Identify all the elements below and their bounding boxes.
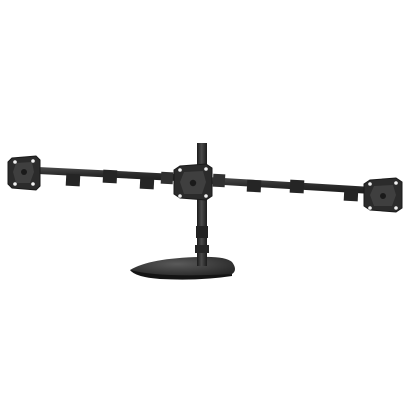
center-pole [195, 143, 209, 266]
stand-base [130, 256, 235, 280]
center-vesa-plate [173, 163, 213, 201]
left-vesa-plate [7, 155, 41, 191]
left-arm [38, 167, 196, 190]
right-vesa-plate [363, 177, 403, 213]
right-arm [207, 173, 372, 202]
